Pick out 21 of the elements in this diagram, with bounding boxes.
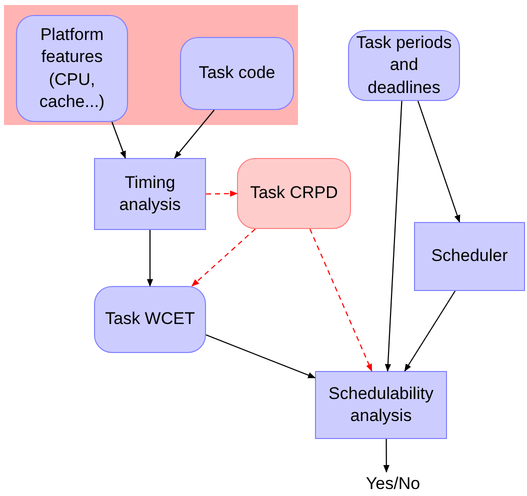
data-box: Task CRPD xyxy=(237,158,351,229)
output-text: Yes/No xyxy=(346,472,440,496)
process-box: Scheduler xyxy=(414,222,525,291)
arrow xyxy=(383,439,390,473)
arrow xyxy=(174,110,215,159)
arrow xyxy=(206,190,238,197)
arrow xyxy=(384,100,402,372)
data-box: Task WCET xyxy=(94,286,206,353)
arrow xyxy=(417,100,460,223)
input-box: Task code xyxy=(180,37,294,110)
process-box: Timing analysis xyxy=(94,158,206,230)
arrow xyxy=(206,334,316,378)
input-box: Platform features (CPU, cache...) xyxy=(16,15,128,122)
arrow xyxy=(309,228,372,372)
group-band xyxy=(4,5,298,125)
arrow xyxy=(191,228,256,287)
process-box: Schedulability analysis xyxy=(315,371,447,439)
arrow xyxy=(111,122,126,159)
arrow xyxy=(404,290,456,372)
arrow xyxy=(146,230,154,287)
input-box: Task periods and deadlines xyxy=(348,30,460,101)
